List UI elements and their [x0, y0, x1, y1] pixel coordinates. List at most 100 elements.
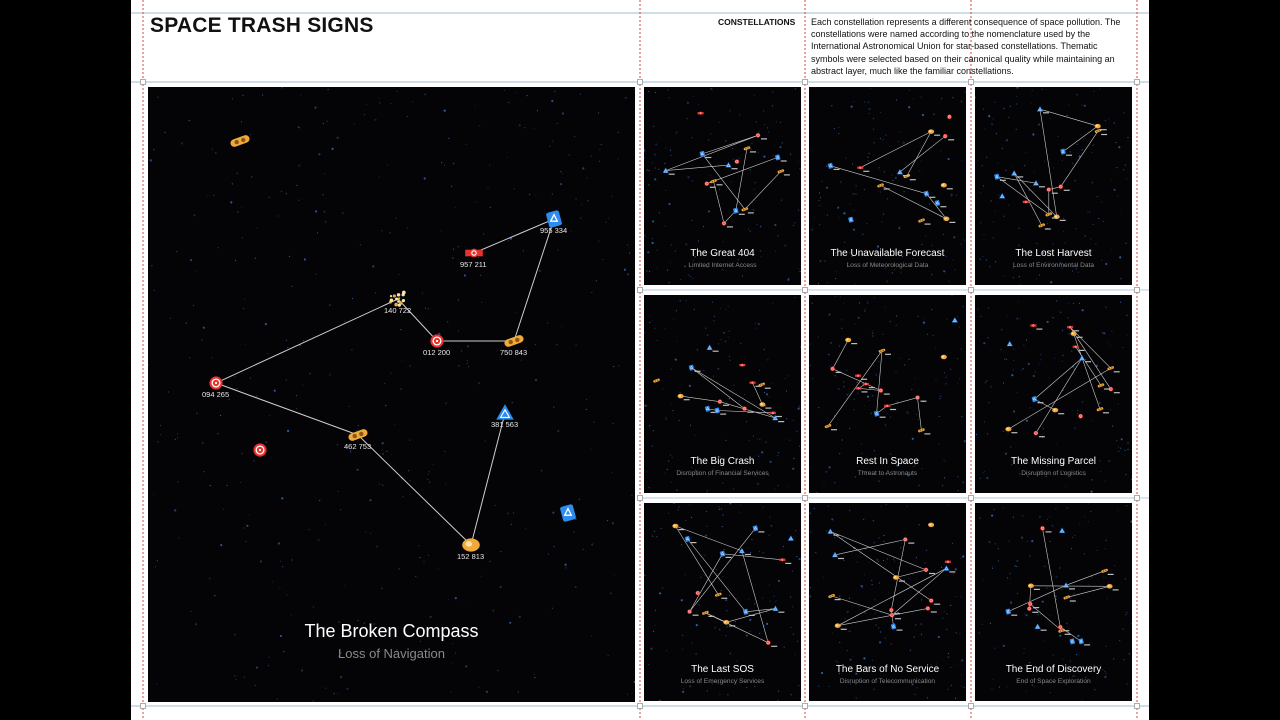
star — [685, 682, 687, 684]
star — [954, 568, 957, 571]
node-label-mark — [1063, 630, 1070, 632]
star — [424, 93, 426, 95]
star — [960, 674, 962, 676]
star — [710, 88, 712, 90]
star — [512, 512, 515, 514]
star — [344, 320, 346, 322]
star — [1062, 354, 1064, 356]
star — [281, 87, 283, 89]
star — [763, 155, 766, 158]
star — [799, 445, 801, 447]
node-label-mark — [765, 407, 772, 409]
star — [1090, 490, 1093, 493]
star — [1127, 137, 1129, 139]
star — [366, 103, 368, 105]
star — [839, 272, 841, 274]
star — [1068, 333, 1070, 335]
constellation-card[interactable]: The Big Crash Disruption of Financial Se… — [644, 295, 801, 493]
star — [691, 467, 693, 469]
star — [1074, 179, 1077, 182]
star — [1109, 345, 1111, 347]
star — [960, 243, 962, 245]
star — [941, 566, 943, 568]
constellation-card[interactable]: The Great 404 Limited Internet Access — [644, 87, 801, 285]
star — [1071, 270, 1074, 272]
star — [693, 308, 695, 310]
star — [517, 691, 519, 693]
star — [279, 587, 281, 589]
constellation-card[interactable]: The Last SOS Loss of Emergency Services — [644, 503, 801, 701]
constellation-card[interactable]: Rest In Space Threat to Astronauts — [809, 295, 966, 493]
constellation-edge — [834, 539, 906, 556]
gold-satellite-icon — [230, 135, 250, 147]
star — [751, 538, 753, 541]
node-label-mark — [722, 404, 729, 406]
star — [1093, 90, 1095, 92]
star — [975, 433, 978, 436]
star — [755, 327, 758, 329]
star — [738, 511, 740, 513]
star — [651, 241, 654, 245]
star — [386, 164, 388, 166]
blue-capsule-icon — [752, 525, 759, 532]
star — [1046, 320, 1049, 323]
star — [557, 249, 559, 251]
constellation-card[interactable]: The End of Discovery End of Space Explor… — [975, 503, 1132, 701]
star — [959, 633, 961, 635]
star — [1023, 648, 1025, 650]
star — [300, 669, 304, 672]
star — [1126, 178, 1128, 180]
constellation-edge — [691, 367, 745, 409]
star — [993, 508, 995, 511]
star — [547, 322, 549, 324]
star — [1091, 576, 1093, 578]
star — [273, 389, 276, 392]
star — [1077, 409, 1079, 412]
star — [280, 190, 282, 192]
star — [918, 484, 920, 486]
star — [725, 309, 727, 311]
star — [359, 244, 361, 246]
constellation-card[interactable]: The Missing Parcel Disruption of Logisti… — [975, 295, 1132, 493]
star — [843, 559, 845, 561]
star — [740, 342, 742, 344]
node-label-mark — [771, 645, 778, 647]
node-label-mark — [1040, 629, 1047, 631]
star — [153, 494, 155, 496]
star — [759, 632, 761, 634]
star — [582, 167, 585, 170]
star — [1015, 391, 1017, 393]
star — [551, 193, 553, 195]
star — [772, 91, 774, 93]
star — [379, 102, 381, 104]
star — [670, 403, 672, 406]
star — [281, 497, 284, 500]
constellation-card[interactable]: The Lost Harvest Loss of Environmental D… — [975, 87, 1132, 285]
constellation-card[interactable]: The Bars of No Service Disruption of Tel… — [809, 503, 966, 701]
star — [686, 117, 688, 120]
star — [810, 531, 812, 533]
star — [1033, 171, 1035, 173]
star — [553, 546, 555, 548]
star — [1029, 457, 1031, 459]
star — [829, 341, 833, 344]
star — [1042, 428, 1044, 430]
node-label-mark — [1051, 192, 1058, 194]
node-label-mark — [833, 168, 840, 170]
constellation-card[interactable]: The Unavailable Forecast Loss of Meteoro… — [809, 87, 966, 285]
star — [1117, 509, 1119, 511]
star — [652, 630, 655, 632]
star — [351, 349, 353, 351]
star — [870, 412, 872, 414]
star — [728, 398, 730, 400]
star — [749, 209, 751, 211]
star — [858, 337, 860, 339]
star — [691, 180, 693, 182]
node-label-mark — [890, 408, 897, 411]
star — [623, 268, 626, 271]
star — [401, 359, 403, 361]
star — [507, 512, 509, 514]
star — [1091, 420, 1093, 422]
star — [790, 694, 792, 696]
